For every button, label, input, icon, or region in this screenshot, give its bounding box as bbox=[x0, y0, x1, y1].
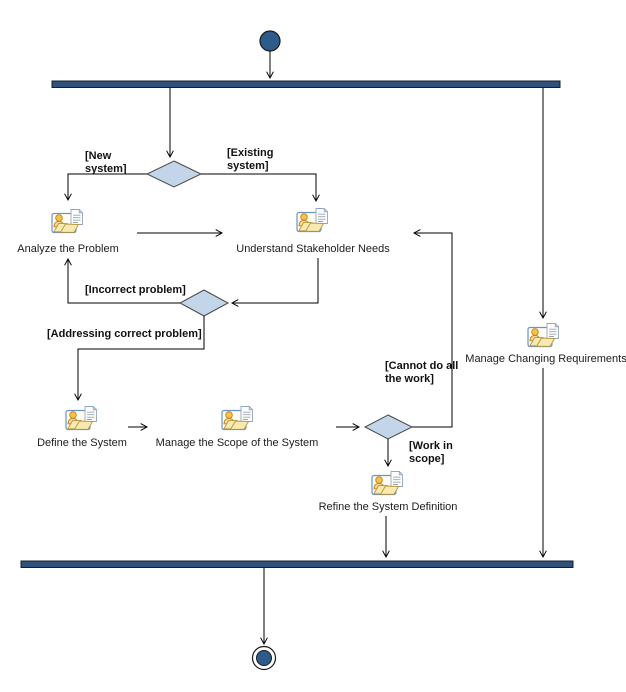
activity-icon-define-the-system bbox=[65, 405, 98, 431]
activity-icon-manage-the-scope bbox=[221, 405, 254, 431]
activity-label-manage-changing-requirements: Manage Changing Requirements bbox=[465, 353, 626, 365]
initial-node bbox=[259, 30, 281, 52]
decision-problem-correctness bbox=[178, 289, 230, 317]
activity-label-analyze-the-problem: Analyze the Problem bbox=[17, 243, 119, 255]
edge-understand-to-decision2 bbox=[230, 258, 319, 307]
edge-incorrect-problem-to-analyze bbox=[64, 257, 180, 304]
edge-correct-problem-to-define bbox=[74, 316, 205, 402]
edge-cannot-do-all-to-understand bbox=[412, 229, 453, 428]
activity-icon-analyze-the-problem bbox=[51, 208, 84, 234]
activity-label-define-the-system: Define the System bbox=[37, 437, 127, 449]
activity-label-refine-system-definition: Refine the System Definition bbox=[318, 501, 458, 513]
activity-icon-manage-changing-requirements bbox=[527, 322, 560, 348]
final-node-core bbox=[256, 650, 272, 666]
fork-bar bbox=[51, 80, 561, 88]
guard-existing-system: [Existing system] bbox=[227, 147, 274, 172]
guard-incorrect-problem: [Incorrect problem] bbox=[85, 284, 186, 296]
activity-label-manage-the-scope: Manage the Scope of the System bbox=[155, 437, 319, 449]
decision-new-vs-existing bbox=[145, 160, 203, 188]
guard-addressing-correct-problem: [Addressing correct problem] bbox=[47, 328, 202, 340]
activity-icon-refine-system-definition bbox=[371, 470, 404, 496]
decision-work-scope bbox=[363, 414, 414, 440]
guard-cannot-do-all-the-work: [Cannot do all the work] bbox=[385, 360, 459, 385]
guard-work-in-scope: [Work in scope] bbox=[409, 440, 453, 465]
join-bar bbox=[20, 560, 574, 568]
edge-new-system-to-analyze bbox=[64, 173, 147, 202]
guard-new-system: [New system] bbox=[85, 150, 127, 175]
edge-existing-system-to-understand bbox=[201, 173, 320, 203]
activity-label-understand-stakeholder-needs: Understand Stakeholder Needs bbox=[236, 243, 390, 255]
activity-icon-understand-stakeholder-needs bbox=[296, 207, 329, 233]
